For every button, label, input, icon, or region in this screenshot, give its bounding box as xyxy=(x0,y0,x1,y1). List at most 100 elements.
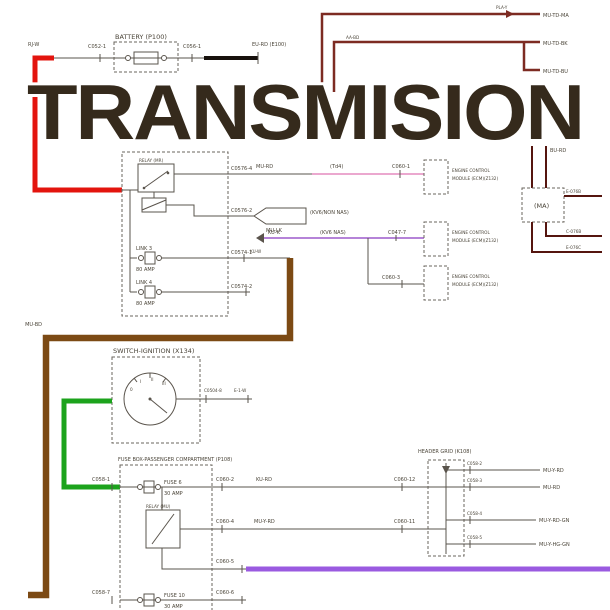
header-grid-row3-wire-label: MU-Y-RD-GN xyxy=(539,518,570,524)
conn-coil-out-label: C0576-2 xyxy=(231,208,252,214)
header-grid-row3-conn-label: C058-4 xyxy=(467,511,482,516)
harness-wire-2 xyxy=(332,40,540,92)
conn-link3-out-label: C0574-1 xyxy=(231,250,252,256)
ecm-3-label-line2: MODULE (ECM)(Z132) xyxy=(452,282,498,287)
relay-coil-diagonal xyxy=(141,199,167,211)
ignition-box xyxy=(111,356,201,444)
fusebox-conn-in-top-label: C058-1 xyxy=(92,477,110,483)
link4-terminal-right xyxy=(156,289,162,295)
branch-out-1-label: E-076B xyxy=(566,189,581,194)
branch-module-label: (MA) xyxy=(534,202,549,210)
fusebox-conn-far-mid-label: C060-11 xyxy=(394,519,415,525)
brown-wire-run: MU-BD xyxy=(25,258,294,599)
relay-pivot xyxy=(142,186,146,190)
ecm-1-label-line1: ENGINE CONTROL xyxy=(452,168,490,173)
header-grid: HEADER GRID (K108) C058-2 MU-Y-RD C058-3… xyxy=(418,449,570,557)
ignition-name-label: SWITCH-IGNITION (X134) xyxy=(113,347,194,355)
td4-wire-name-label: MU-RD xyxy=(256,164,273,170)
conn-relay-out-label: C0576-4 xyxy=(231,166,252,172)
ignition-pos-0: 0 xyxy=(130,387,133,392)
fuse6-terminal-left xyxy=(137,484,143,490)
relay-symbol xyxy=(137,163,175,193)
fuse10-terminal-left xyxy=(137,597,143,603)
fusebox-conn-in-bottom-label: C058-7 xyxy=(92,590,110,596)
fusebox-name-label: FUSE BOX-PASSENGER COMPARTMENT (P108) xyxy=(118,457,232,463)
branch-wire-label: BU-RD xyxy=(550,148,566,154)
harness-wire-1 xyxy=(320,12,540,92)
kv6-arrow xyxy=(256,233,264,243)
fusebox-conn-far-top-label: C060-12 xyxy=(394,477,415,483)
fusebox-conn-out-mid-label: C060-4 xyxy=(216,519,234,525)
kv6-conn-label: C047-7 xyxy=(388,230,406,236)
header-grid-row4-conn-label: C058-5 xyxy=(467,535,482,540)
kv6non-note-label: (KV6/NON NAS) xyxy=(310,210,349,216)
link4-name-label: LINK 4 xyxy=(136,280,152,286)
passenger-fuse-box: FUSE BOX-PASSENGER COMPARTMENT (P108) C0… xyxy=(92,457,232,610)
ignition-pos-3: III xyxy=(162,381,166,386)
ignition-conn-label: C0504-8 xyxy=(204,388,222,393)
link3-out-wire-label: KU-W xyxy=(250,249,261,254)
link4-terminal-left xyxy=(138,289,144,295)
fusebox-conn-out-purple-label: C060-5 xyxy=(216,559,234,565)
ecm-modules: ENGINE CONTROL MODULE (ECM)(Z132) ENGINE… xyxy=(423,159,498,301)
fuse10-rating-label: 30 AMP xyxy=(164,604,183,610)
header-grid-row1-conn-label: C058-2 xyxy=(467,461,482,466)
harness-wire-2-label: MU-TD-BK xyxy=(543,41,568,47)
battery-fusible-link-symbol xyxy=(133,51,159,65)
link4-rating-label: 80 AMP xyxy=(136,301,155,307)
fuse10-name-label: FUSE 10 xyxy=(164,593,185,599)
fusebox-purple-feed xyxy=(161,548,212,570)
brown-wire-label: MU-BD xyxy=(25,322,42,328)
battery-terminal-right xyxy=(161,55,167,61)
battery-terminal-left xyxy=(125,55,131,61)
battery-wire-in-label: RJ-W xyxy=(28,42,39,48)
fuse6-terminal-right xyxy=(155,484,161,490)
ignition-switch: SWITCH-IGNITION (X134) 0 I II III C0504-… xyxy=(111,347,252,444)
ecm-box-2 xyxy=(423,221,449,257)
green-ignition-wire xyxy=(61,398,120,490)
harness-branch-label: AA-BD xyxy=(346,35,359,40)
ecm-2-label-line1: ENGINE CONTROL xyxy=(452,230,490,235)
battery-name-label: BATTERY (P100) xyxy=(115,33,167,41)
harness-connector-arrow xyxy=(506,10,514,18)
battery-conn-out-label: C056-1 xyxy=(183,44,201,50)
kv6non-name-label: MU-LK xyxy=(266,228,283,234)
branch-out-2-label: C-076B xyxy=(566,229,581,234)
ground-label: EU-RD (E100) xyxy=(252,42,286,48)
branch-out-2 xyxy=(545,222,602,237)
ignition-lever xyxy=(149,398,168,414)
branch-module-box xyxy=(521,187,565,223)
harness-wire-1-label: MU-TD-MA xyxy=(543,13,569,19)
relay-contact xyxy=(166,171,170,175)
ecm-2-label-line2: MODULE (ECM)(Z132) xyxy=(452,238,498,243)
fusebox-wire-mid-label: MU-Y-RD xyxy=(254,519,275,525)
header-grid-box xyxy=(427,459,465,557)
relay-label: RELAY (MR) xyxy=(139,158,164,163)
red-power-wire xyxy=(32,55,122,193)
battery-circuit: RJ-W C052-1 BATTERY (P100) C056-1 EU-RD … xyxy=(28,33,286,193)
link3-symbol xyxy=(144,251,156,265)
fusebox-output-wires: C060-2 KU-RD C060-12 C060-4 MU-Y-RD C060… xyxy=(212,477,610,604)
top-harness: PLA-Y MU-TD-MA AA-BD MU-TD-BK MU-TD-BU xyxy=(320,5,569,92)
fusebox-conn-out-top-label: C060-2 xyxy=(216,477,234,483)
ignition-wire-label: E-1-W xyxy=(234,388,246,393)
td4-wire-conn-label: C060-1 xyxy=(392,164,410,170)
link3-terminal-left xyxy=(138,255,144,261)
ecm-box-1 xyxy=(423,159,449,195)
fuse6-rating-label: 30 AMP xyxy=(164,491,183,497)
battery-conn-in-label: C052-1 xyxy=(88,44,106,50)
fusebox-wire-top-label: KU-RD xyxy=(256,477,272,483)
fuse6-name-label: FUSE 6 xyxy=(164,480,182,486)
offpage-arrow xyxy=(253,207,307,225)
harness-wire-3 xyxy=(522,42,540,72)
header-grid-name-label: HEADER GRID (K108) xyxy=(418,449,471,455)
coil-out-wire xyxy=(166,204,228,217)
header-grid-row4-wire-label: MU-Y-HG-GN xyxy=(539,542,570,548)
header-grid-row2-wire-label: MU-RD xyxy=(543,485,560,491)
fuse6-symbol xyxy=(143,480,155,494)
link3-name-label: LINK 3 xyxy=(136,246,152,252)
relay-switch-blade xyxy=(143,170,169,189)
link3-terminal-right xyxy=(156,255,162,261)
